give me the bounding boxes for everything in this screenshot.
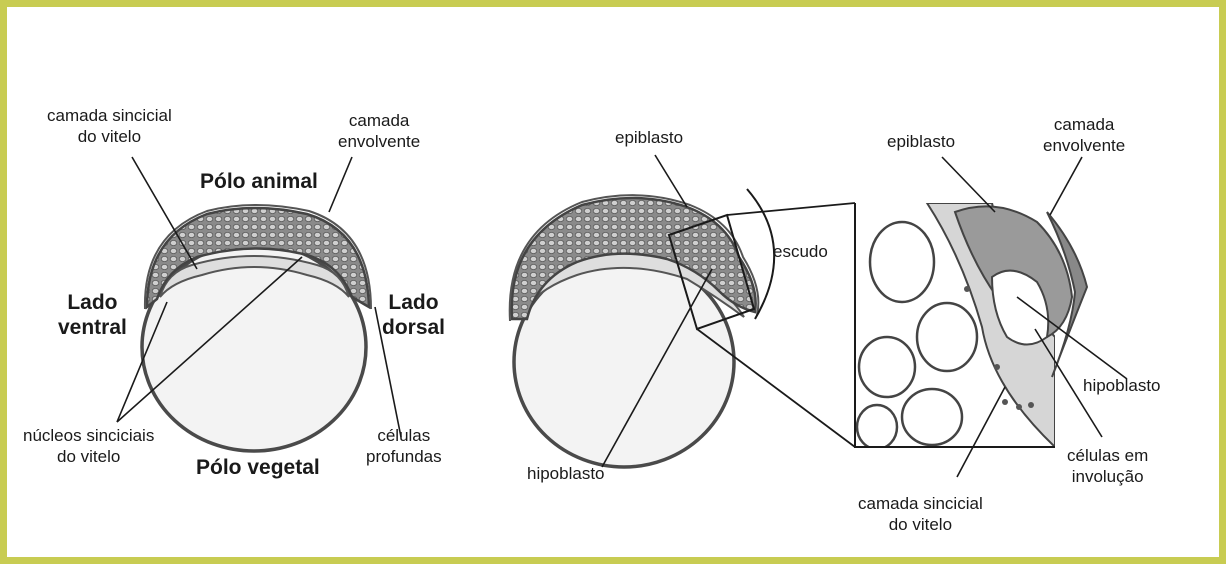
- label-hypoblast-middle: hipoblasto: [527, 463, 605, 484]
- label-vegetal-pole: Pólo vegetal: [196, 455, 320, 480]
- middle-embryo: [510, 189, 855, 467]
- label-hypoblast-detail: hipoblasto: [1083, 375, 1161, 396]
- label-epiblast-detail: epiblasto: [887, 131, 955, 152]
- label-animal-pole: Pólo animal: [200, 169, 318, 194]
- embryo-diagram: [7, 7, 1219, 557]
- detail-view: [855, 203, 1087, 449]
- zoom-line-top: [727, 203, 855, 215]
- label-shield: escudo: [773, 241, 828, 262]
- left-embryo: [142, 205, 371, 451]
- label-epiblast-middle: epiblasto: [615, 127, 683, 148]
